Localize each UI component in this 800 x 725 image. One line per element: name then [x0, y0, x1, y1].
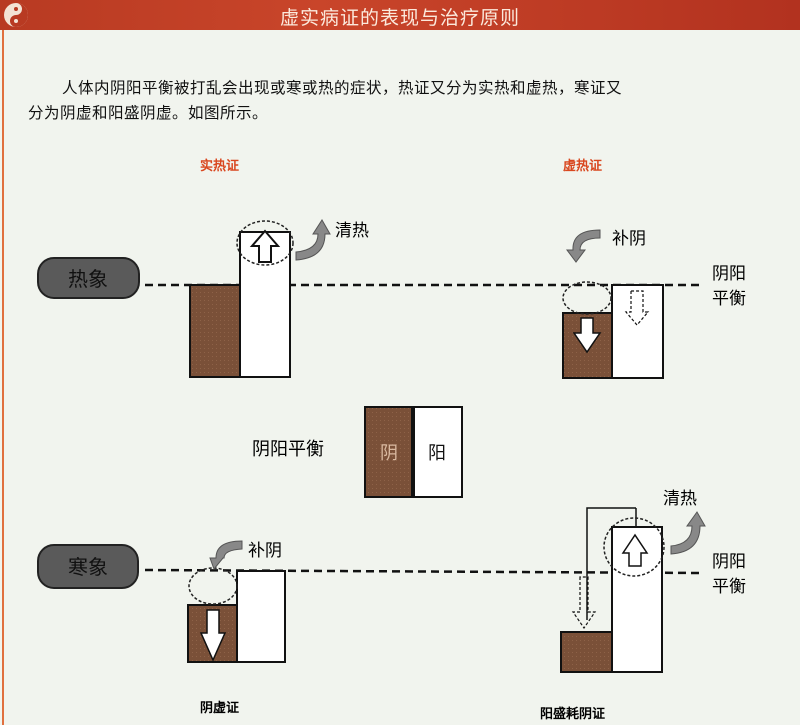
- yin-deficiency-title: 阴虚证: [200, 700, 239, 716]
- balance-label: 阴阳平衡: [252, 439, 324, 460]
- yang-excess-title: 阳盛耗阴证: [540, 706, 605, 722]
- header-banner: 虚实病证的表现与治疗原则: [0, 0, 800, 30]
- cold-label: 寒象: [68, 555, 108, 579]
- down-arrow-icon: [572, 317, 602, 354]
- up-arrow-icon: [249, 229, 281, 263]
- page-title: 虚实病证的表现与治疗原则: [279, 7, 520, 29]
- excess-heat-action: 清热: [335, 221, 369, 241]
- balance-line-label-1: 阴阳: [712, 264, 746, 284]
- yang-excess-action: 清热: [663, 489, 697, 509]
- cold-pill: 寒象: [37, 544, 139, 589]
- balance-line-label-2: 平衡: [712, 289, 746, 309]
- previous-level-outline: [586, 507, 636, 620]
- hot-label: 热象: [68, 267, 108, 291]
- excess-heat-bars: 清热: [189, 219, 369, 378]
- deficiency-heat-bars: 补阴: [562, 229, 664, 379]
- balance-line-label-1-bottom: 阴阳: [712, 552, 746, 572]
- balance-box: 阴 阳: [364, 406, 463, 498]
- excess-heat-title: 实热证: [200, 158, 239, 174]
- yang-label: 阳: [428, 443, 446, 464]
- up-arrow-icon: [621, 533, 649, 567]
- balance-line-label-2-bottom: 平衡: [712, 577, 746, 597]
- dashed-up-arrow-icon: [624, 290, 650, 326]
- yin-deficiency-circle: [188, 567, 238, 605]
- yin-label: 阴: [380, 443, 398, 464]
- left-border-rule: [2, 28, 4, 725]
- dashed-down-arrow-icon: [571, 576, 597, 630]
- yin-deficiency-action: 补阴: [248, 541, 282, 561]
- deficiency-heat-action: 补阴: [612, 229, 646, 249]
- curved-arrow-icon: [295, 219, 331, 261]
- yang-excess-bars: 清热 阳盛耗阴证: [540, 489, 706, 722]
- deficiency-heat-title: 虚热证: [563, 158, 602, 174]
- curved-arrow-icon: [209, 540, 243, 570]
- yang-excess-circle: [603, 517, 665, 577]
- yin-yang-icon: [4, 3, 28, 27]
- yin-deficiency-bars: 补阴 阴虚证: [187, 540, 286, 716]
- down-arrow-icon: [199, 609, 227, 662]
- intro-line-1: 人体内阴阳平衡被打乱会出现或寒或热的症状，热证又分为实热和虚热，寒证又: [62, 79, 623, 97]
- curved-arrow-icon: [670, 511, 706, 555]
- intro-line-2: 分为阴虚和阳盛阴虚。如图所示。: [28, 104, 269, 122]
- curved-arrow-icon: [566, 229, 601, 263]
- excess-circle: [236, 220, 294, 266]
- hot-pill: 热象: [37, 257, 140, 299]
- deficiency-circle: [562, 281, 612, 315]
